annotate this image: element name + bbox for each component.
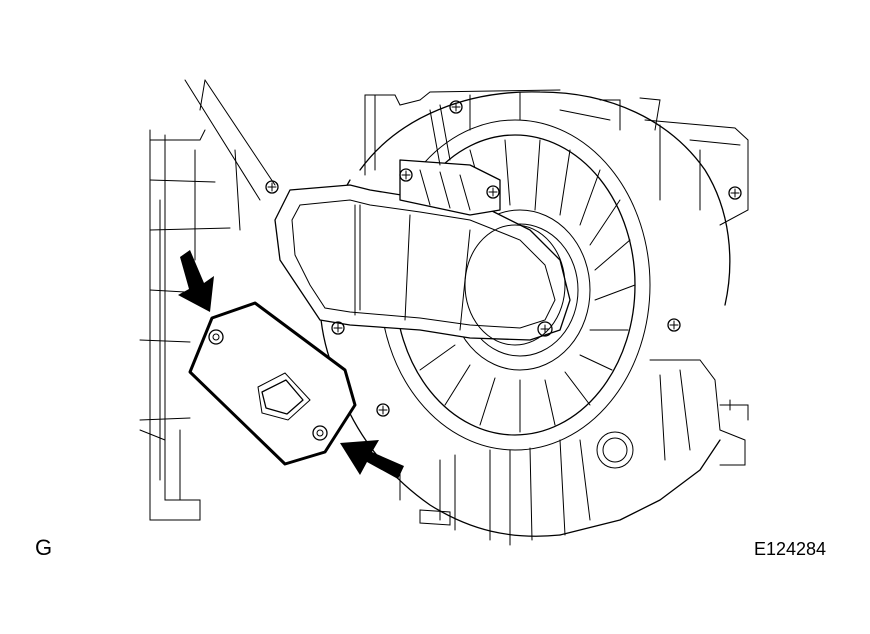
screw [537, 321, 553, 337]
screw [486, 185, 500, 199]
housing-screws [265, 100, 742, 417]
blower-resistor [188, 301, 357, 466]
resistor-screw-top [208, 329, 224, 345]
heater-case-left [139, 79, 276, 521]
screw [449, 100, 463, 114]
figure-code-label: E124284 [754, 539, 827, 559]
resistor-screw-bottom [312, 425, 328, 441]
callout-arrow-top [178, 250, 214, 312]
view-letter-label: G [35, 535, 53, 560]
callout-arrow-bottom [340, 440, 404, 479]
screw [265, 180, 279, 194]
screw [331, 321, 345, 335]
screw [728, 186, 742, 200]
screw [399, 168, 413, 182]
motor-cover [274, 104, 571, 346]
screw [667, 318, 681, 332]
screw [376, 403, 390, 417]
